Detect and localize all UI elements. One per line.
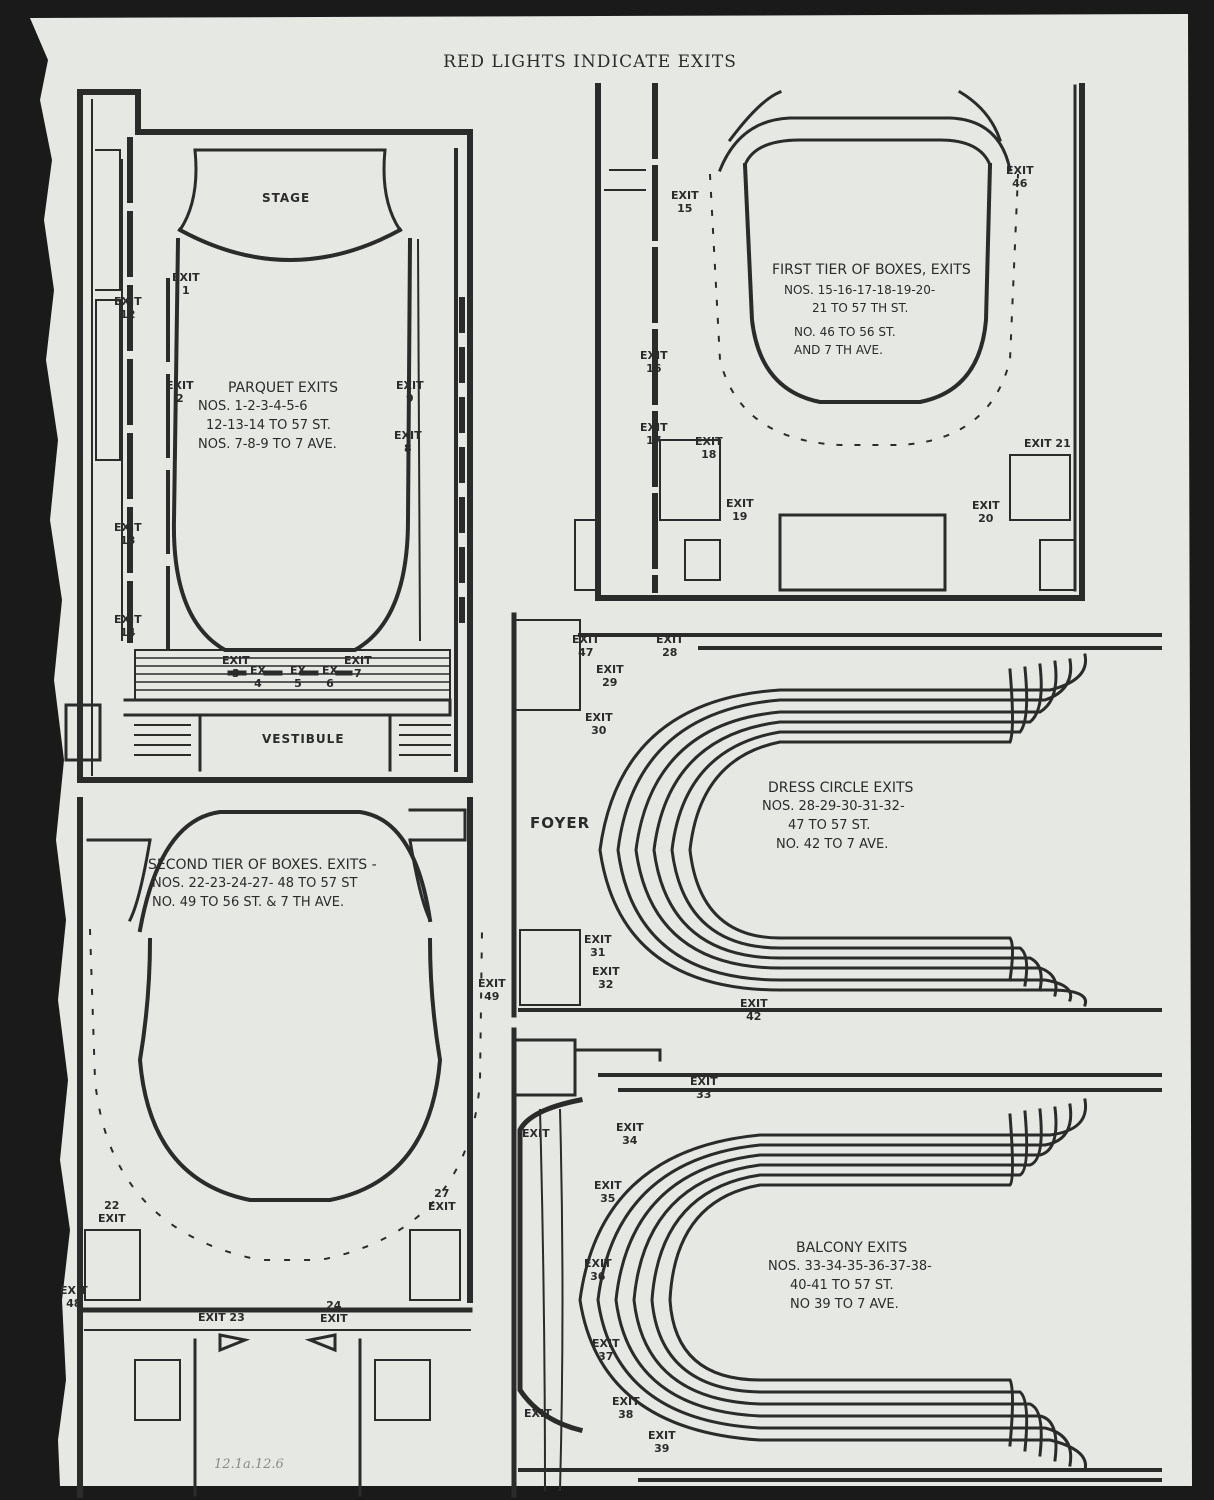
exit-balcony-left-upper: EXIT — [522, 1127, 550, 1140]
paper — [30, 14, 1192, 1486]
dress-circle-title: DRESS CIRCLE EXITS — [768, 780, 914, 796]
exit-balcony-left-lower: EXIT — [524, 1407, 552, 1420]
second-tier-line-2: NO. 49 TO 56 ST. & 7 TH AVE. — [152, 895, 345, 911]
dress-circle-line-1: NOS. 28-29-30-31-32- — [762, 799, 905, 815]
second-tier-exits-caption: SECOND TIER OF BOXES. EXITS - NOS. 22-23… — [148, 855, 377, 913]
balcony-line-2: 40-41 TO 57 ST. — [790, 1278, 894, 1294]
page-title: RED LIGHTS INDICATE EXITS — [443, 52, 737, 72]
balcony-line-1: NOS. 33-34-35-36-37-38- — [768, 1259, 932, 1275]
dress-circle-exits-caption: DRESS CIRCLE EXITS NOS. 28-29-30-31-32- … — [762, 778, 913, 855]
parquet-exits-caption: PARQUET EXITS NOS. 1-2-3-4-5-6 12-13-14 … — [198, 378, 338, 455]
first-tier-line-1: NOS. 15-16-17-18-19-20- — [784, 283, 936, 297]
dress-circle-line-2: 47 TO 57 ST. — [788, 818, 871, 834]
first-tier-exits-caption: FIRST TIER OF BOXES, EXITS NOS. 15-16-17… — [772, 260, 971, 359]
parquet-line-1: NOS. 1-2-3-4-5-6 — [198, 399, 308, 415]
dress-circle-plan — [511, 612, 1162, 1018]
balcony-plan — [511, 1027, 1162, 1498]
room-stage: STAGE — [262, 191, 311, 205]
second-tier-line-1: NOS. 22-23-24-27- 48 TO 57 ST — [152, 876, 358, 892]
dress-circle-line-3: NO. 42 TO 7 AVE. — [776, 836, 889, 852]
second-tier-title: SECOND TIER OF BOXES. EXITS - — [148, 857, 377, 873]
parquet-line-3: NOS. 7-8-9 TO 7 AVE. — [198, 436, 337, 452]
parquet-plan — [64, 89, 473, 783]
first-tier-title: FIRST TIER OF BOXES, EXITS — [772, 262, 971, 278]
balcony-title: BALCONY EXITS — [796, 1240, 908, 1256]
exit-23: EXIT 23 — [198, 1311, 245, 1324]
first-tier-line-3: NO. 46 TO 56 ST. — [794, 325, 896, 339]
pencil-annotation: 12.1a.12.6 — [214, 1457, 284, 1472]
first-tier-line-4: AND 7 TH AVE. — [794, 343, 883, 357]
second-tier-plan — [77, 797, 484, 1498]
room-foyer: FOYER — [530, 814, 591, 832]
exit-21: EXIT 21 — [1024, 437, 1071, 450]
parquet-title: PARQUET EXITS — [228, 380, 338, 396]
first-tier-line-2: 21 TO 57 TH ST. — [812, 301, 909, 315]
first-tier-plan — [574, 83, 1085, 601]
parquet-line-2: 12-13-14 TO 57 ST. — [206, 418, 331, 434]
balcony-line-3: NO 39 TO 7 AVE. — [790, 1296, 899, 1312]
balcony-exits-caption: BALCONY EXITS NOS. 33-34-35-36-37-38- 40… — [768, 1238, 932, 1315]
room-vestibule: VESTIBULE — [262, 732, 345, 746]
